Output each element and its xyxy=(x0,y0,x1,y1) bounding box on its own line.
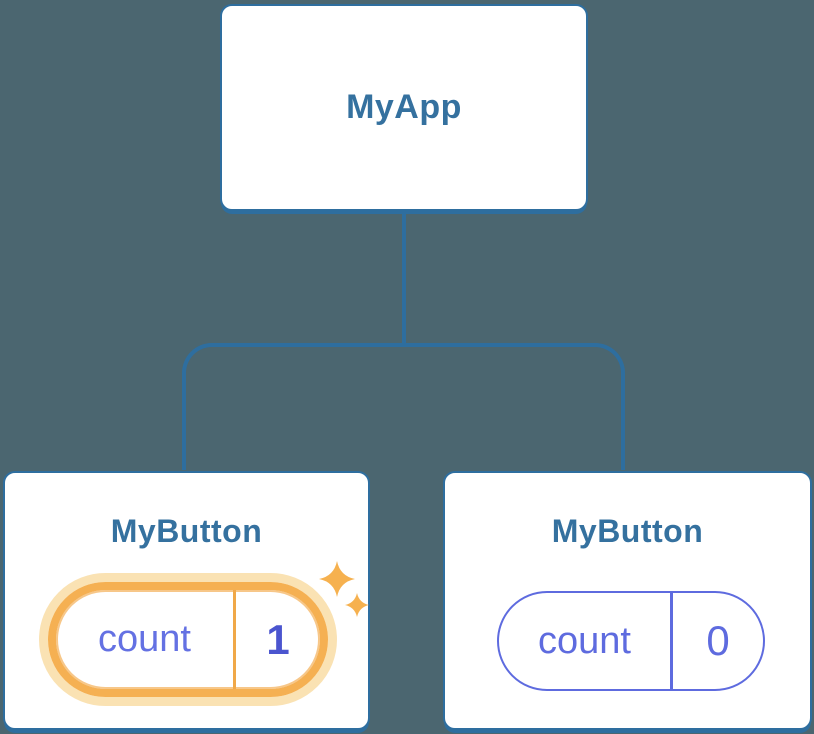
child-node-plain: MyButton count 0 xyxy=(443,471,812,730)
state-pill-highlight-halo: count 1 xyxy=(39,573,337,706)
state-pill-divider xyxy=(670,593,673,689)
state-pill-updated: count 1 xyxy=(48,582,328,697)
connector-branch-bracket xyxy=(182,343,625,470)
sparkle-icon xyxy=(319,561,369,617)
state-key-label: count xyxy=(98,618,191,660)
state-value: 1 xyxy=(266,615,290,663)
child-node-updated: MyButton count 1 xyxy=(3,471,370,730)
child-node-label: MyButton xyxy=(110,513,263,549)
state-value: 0 xyxy=(706,617,730,664)
connector-root-line xyxy=(402,213,406,345)
root-node-label: MyApp xyxy=(346,88,462,126)
child-node-label: MyButton xyxy=(551,513,704,549)
state-key-label: count xyxy=(538,619,631,662)
state-pill-divider xyxy=(233,590,236,689)
root-node: MyApp xyxy=(220,4,588,211)
state-pill-plain: count 0 xyxy=(497,591,765,691)
